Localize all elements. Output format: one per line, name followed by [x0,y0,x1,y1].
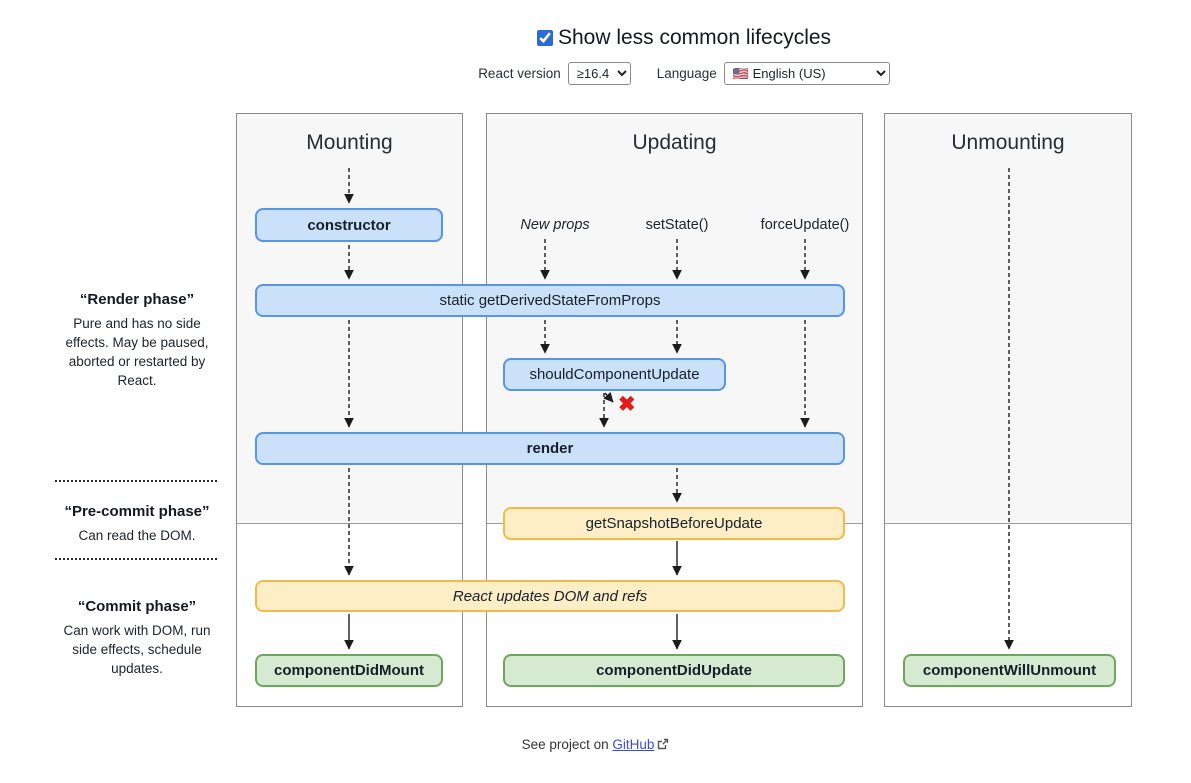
lifecycle-component-did-update[interactable]: componentDidUpdate [503,654,845,687]
phase-pre-commit: “Pre-commit phase” Can read the DOM. [42,503,232,546]
controls-row: React version ≥16.4 Language 🇺🇸 English … [177,62,1191,85]
github-link[interactable]: GitHub [612,737,655,752]
lifecycle-render[interactable]: render [255,432,845,465]
show-less-common-checkbox[interactable] [536,30,553,46]
lifecycle-component-will-unmount[interactable]: componentWillUnmount [903,654,1116,687]
column-title-unmounting: Unmounting [951,131,1065,154]
show-less-common-label[interactable]: Show less common lifecycles [557,26,832,49]
phase-divider [55,558,217,560]
footer-text: See project on [521,737,609,752]
phase-render-title: “Render phase” [79,291,195,308]
header: Show less common lifecycles [177,26,1191,50]
phase-commit-title: “Commit phase” [77,598,197,615]
lifecycle-constructor[interactable]: constructor [255,208,443,242]
react-version-label: React version [478,66,561,81]
phase-commit-description: Can work with DOM, run side effects, sch… [63,623,211,676]
phase-pre-commit-description: Can read the DOM. [78,528,196,543]
language-select[interactable]: 🇺🇸 English (US) [723,62,890,85]
column-title-updating: Updating [632,131,717,154]
column-title-mounting: Mounting [306,131,393,154]
footer: See project on GitHub [0,737,1191,752]
language-label: Language [656,66,717,81]
lifecycle-component-did-mount[interactable]: componentDidMount [255,654,443,687]
phase-pre-commit-title: “Pre-commit phase” [64,503,210,520]
no-rerender-icon: ✖ [618,393,636,416]
phase-render: “Render phase” Pure and has no side effe… [42,291,232,391]
trigger-force-update: forceUpdate() [760,217,850,233]
trigger-set-state: setState() [645,217,709,233]
phase-divider [55,480,217,482]
render-phase-region: Unmounting [885,114,1131,524]
lifecycle-should-component-update[interactable]: shouldComponentUpdate [503,358,726,391]
column-unmounting: Unmounting [884,113,1132,707]
react-updates-dom-bar: React updates DOM and refs [255,580,845,612]
lifecycle-get-derived-state-from-props[interactable]: static getDerivedStateFromProps [255,284,845,317]
react-version-select[interactable]: ≥16.4 [567,62,631,85]
phase-render-description: Pure and has no side effects. May be pau… [65,316,209,388]
trigger-new-props: New props [520,217,590,233]
external-link-icon [658,738,669,750]
lifecycle-get-snapshot-before-update[interactable]: getSnapshotBeforeUpdate [503,507,845,540]
phase-commit: “Commit phase” Can work with DOM, run si… [42,598,232,679]
